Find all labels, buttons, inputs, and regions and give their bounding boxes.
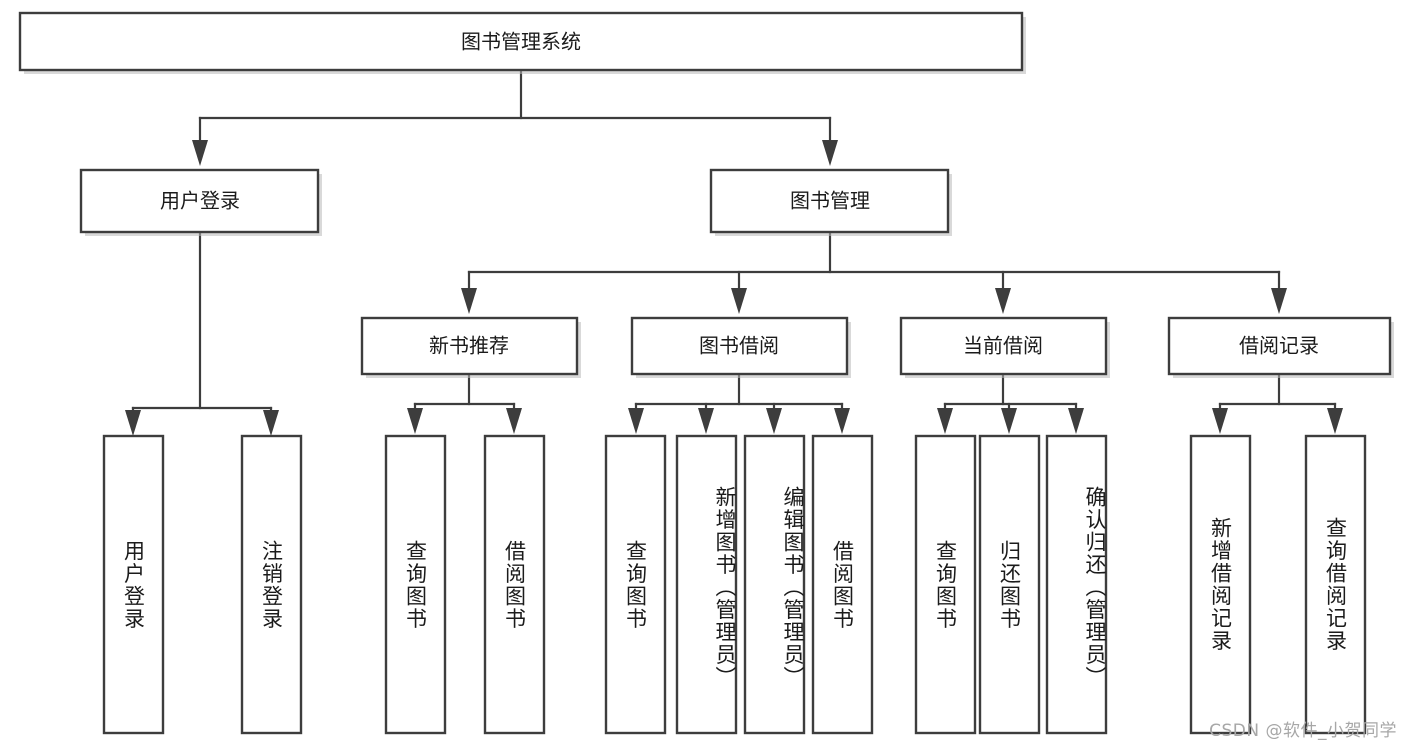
leaf-box-borrow-add[interactable] bbox=[675, 434, 738, 735]
node-borrow-record[interactable]: 借阅记录 bbox=[1167, 316, 1394, 378]
leaf-box-borrow-query[interactable] bbox=[604, 434, 667, 735]
node-new-book-recommend[interactable]: 新书推荐 bbox=[360, 316, 581, 378]
leaf-box-current-confirm[interactable] bbox=[1045, 434, 1108, 735]
node-borrow-record-rect[interactable] bbox=[1167, 316, 1392, 376]
node-new-book-rect[interactable] bbox=[360, 316, 579, 376]
leaf-box-user-login[interactable] bbox=[102, 434, 165, 735]
arrow-borrow-leaf3 bbox=[766, 408, 782, 434]
leaf-box-logout[interactable] bbox=[240, 434, 303, 735]
node-current-borrow-rect[interactable] bbox=[899, 316, 1108, 376]
leaf-box-current-query[interactable] bbox=[914, 434, 977, 735]
arrow-to-leaf-user-login bbox=[125, 410, 141, 436]
node-book-manage-label: 图书管理 bbox=[790, 189, 870, 213]
arrow-to-book-manage bbox=[822, 140, 838, 166]
arrow-current-leaf3 bbox=[1068, 408, 1084, 434]
leaf-box-borrow-edit[interactable] bbox=[743, 434, 806, 735]
node-book-manage-rect[interactable] bbox=[709, 168, 950, 234]
node-root-rect[interactable] bbox=[18, 11, 1024, 72]
leaf-box-newbook-query[interactable] bbox=[384, 434, 447, 735]
leaf-box-record-query[interactable] bbox=[1304, 434, 1367, 735]
arrow-record-leaf2 bbox=[1327, 408, 1343, 434]
node-book-manage[interactable]: 图书管理 bbox=[709, 168, 952, 236]
arrow-current-leaf2 bbox=[1001, 408, 1017, 434]
arrow-current-leaf1 bbox=[937, 408, 953, 434]
node-book-borrow-label: 图书借阅 bbox=[699, 334, 779, 358]
arrow-to-book-borrow bbox=[731, 288, 747, 314]
arrow-borrow-leaf1 bbox=[628, 408, 644, 434]
node-borrow-record-label: 借阅记录 bbox=[1239, 334, 1319, 358]
node-book-borrow[interactable]: 图书借阅 bbox=[630, 316, 851, 378]
node-current-borrow-label: 当前借阅 bbox=[963, 334, 1043, 358]
node-book-borrow-rect[interactable] bbox=[630, 316, 849, 376]
node-new-book-label: 新书推荐 bbox=[429, 334, 509, 358]
connector-layer bbox=[125, 68, 1343, 436]
arrow-to-current-borrow bbox=[995, 288, 1011, 314]
node-user-login-rect[interactable] bbox=[79, 168, 320, 234]
arrow-to-borrow-record bbox=[1271, 288, 1287, 314]
arrow-borrow-leaf2 bbox=[698, 408, 714, 434]
leaf-box-newbook-borrow[interactable] bbox=[483, 434, 546, 735]
leaf-box-borrow-lend[interactable] bbox=[811, 434, 874, 735]
node-user-login[interactable]: 用户登录 bbox=[79, 168, 322, 236]
arrow-to-leaf-logout bbox=[263, 410, 279, 436]
arrow-newbook-leaf1 bbox=[407, 408, 423, 434]
leaf-box-layer bbox=[102, 434, 1367, 735]
arrow-to-new-book bbox=[461, 288, 477, 314]
arrow-borrow-leaf4 bbox=[834, 408, 850, 434]
node-current-borrow[interactable]: 当前借阅 bbox=[899, 316, 1110, 378]
node-root-label: 图书管理系统 bbox=[461, 30, 581, 54]
arrow-newbook-leaf2 bbox=[506, 408, 522, 434]
leaf-box-record-add[interactable] bbox=[1189, 434, 1252, 735]
arrow-record-leaf1 bbox=[1212, 408, 1228, 434]
arrow-to-user-login bbox=[192, 140, 208, 166]
csdn-watermark: CSDN @软件_小贺同学 bbox=[1209, 721, 1397, 741]
node-user-login-label: 用户登录 bbox=[160, 189, 240, 213]
node-root-system[interactable]: 图书管理系统 bbox=[18, 11, 1026, 74]
leaf-box-current-return[interactable] bbox=[978, 434, 1041, 735]
